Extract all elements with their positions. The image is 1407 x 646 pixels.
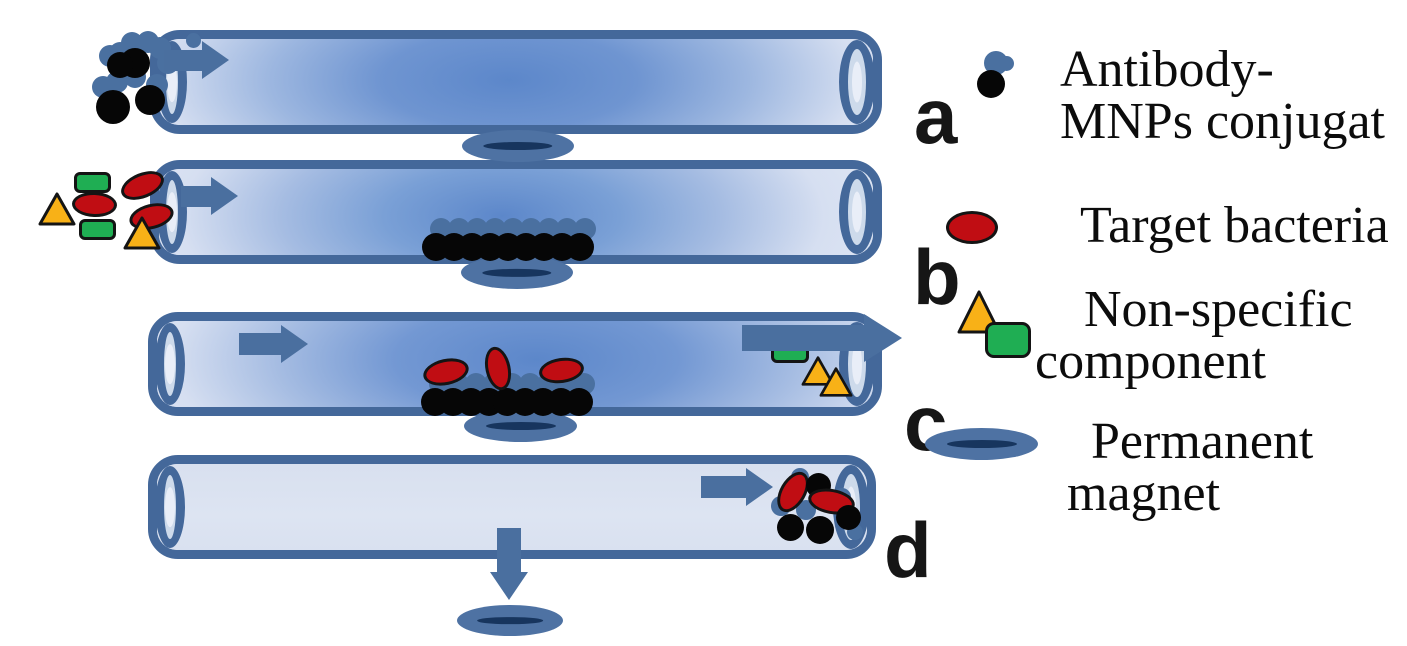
permanent-magnet-icon [925,428,1038,460]
mnp-particle [977,70,1005,98]
mnp-particle [96,90,130,124]
waste-outflow-arrow [742,314,902,362]
flow-arrow-tube-a [164,41,229,79]
legend-antibody-line2: MNPs conjugat [1060,93,1385,150]
panel-label-a: a [914,72,958,160]
mnp-particle [777,514,804,541]
tube-a-right-opening [839,40,875,124]
mnp-particle [565,388,593,416]
non-specific-square [74,172,111,193]
legend-antibody-line1: Antibody- [1060,41,1274,98]
mnp-row-tube-b [422,218,596,262]
non-specific-square-icon [985,322,1031,358]
flow-arrow-tube-b [181,177,238,215]
antibody-blob [186,33,201,48]
target-bacteria-icon [946,211,998,244]
legend-magnet-line2: magnet [1067,465,1221,522]
mnp-particle [836,505,861,530]
panel-label-b: b [913,233,961,321]
antibody-blob [999,56,1014,71]
magnet-removed-tube-d [457,605,563,636]
non-specific-triangle [123,216,161,250]
tube-c-left-opening [155,323,185,405]
non-specific-triangle [801,356,835,386]
target-bacteria [71,191,118,218]
non-specific-triangle [38,192,76,226]
magnet-under-tube-a [462,130,574,162]
flow-arrow-tube-c [239,325,308,363]
mnp-particle [566,233,594,261]
tube-d-left-opening [155,466,185,548]
magnet-removal-arrow [485,528,533,600]
flow-arrow-tube-d [701,468,773,506]
tube-b-right-opening [839,170,875,254]
legend-magnet-line1: Permanent [1091,413,1314,470]
non-specific-triangle [819,367,853,397]
mnp-particle [135,85,165,115]
tube-a-fluid [159,39,873,125]
legend-nonspecific-line1: Non-specific [1084,281,1353,338]
mnp-particle [107,52,133,78]
panel-label-d: d [884,506,932,594]
legend-nonspecific-line2: component [1035,333,1267,390]
magnet-under-tube-b [461,256,573,289]
tube-a [150,30,882,134]
non-specific-square [79,219,116,240]
mnp-particle [806,516,834,544]
legend-bacteria-line1: Target bacteria [1080,197,1389,254]
